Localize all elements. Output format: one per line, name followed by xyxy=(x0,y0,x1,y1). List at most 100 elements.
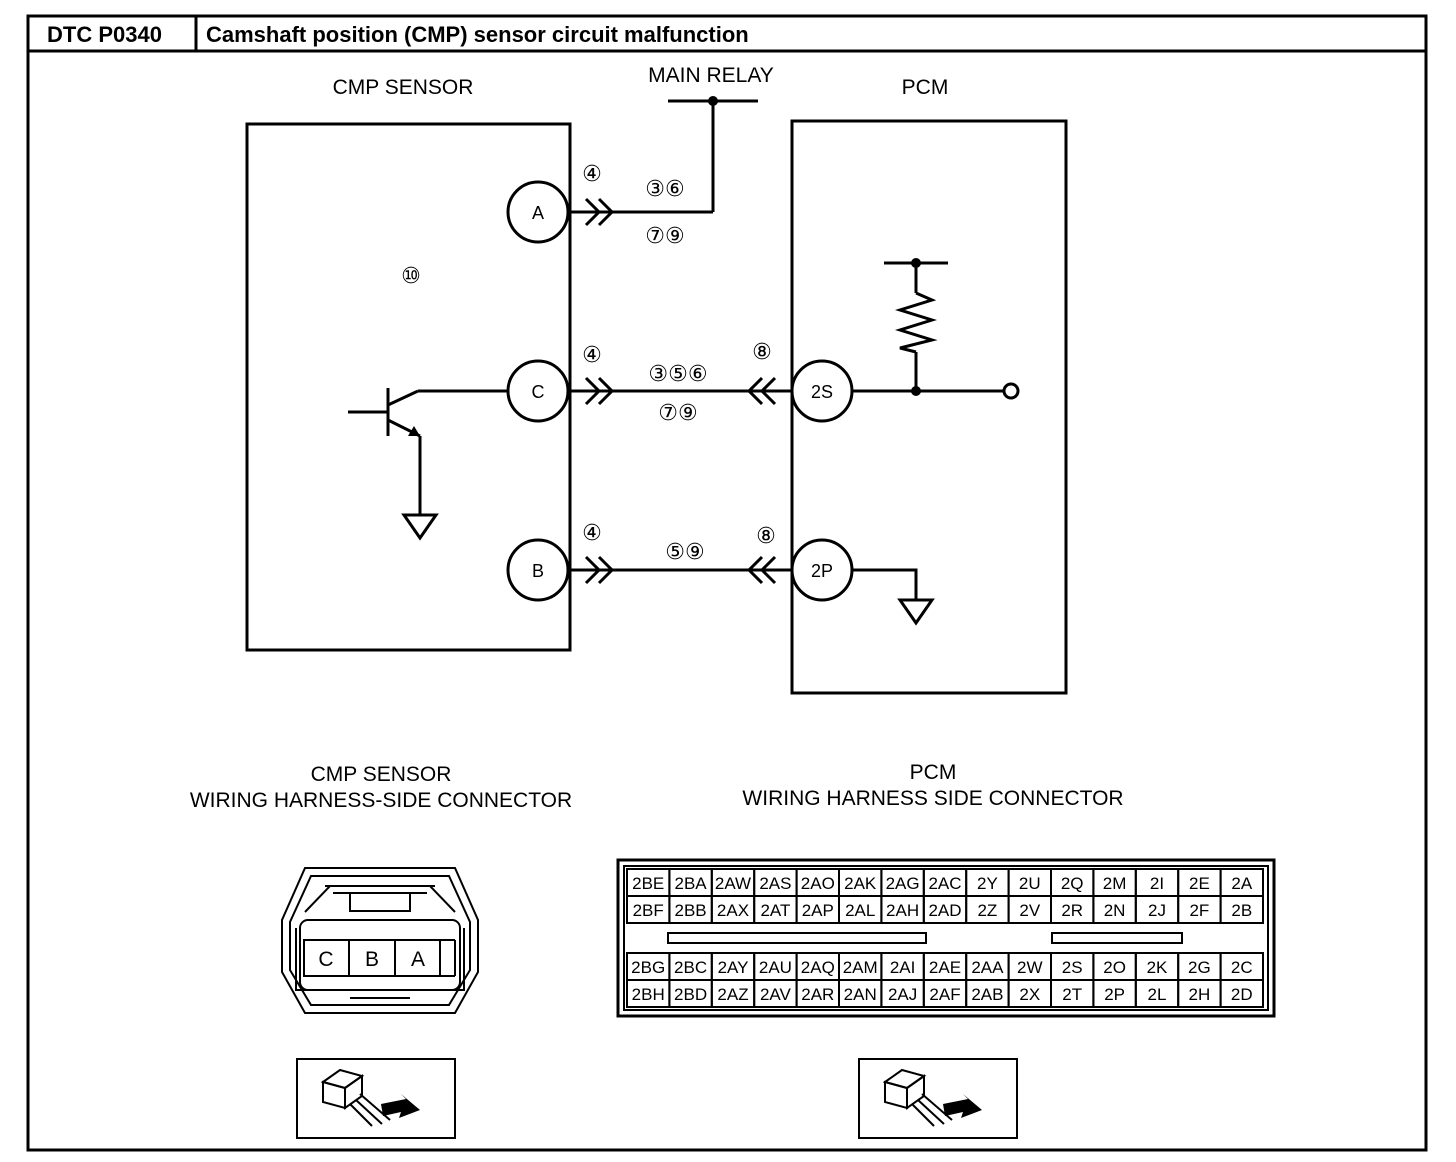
pcm-terminal-label: 2Z xyxy=(977,901,997,920)
wire-b xyxy=(568,555,792,585)
pcm-terminal-label: 2AN xyxy=(844,985,877,1004)
outer-frame xyxy=(26,14,1428,1152)
cmp-connector-drawing xyxy=(281,867,479,1014)
dtc-code: DTC P0340 xyxy=(47,22,162,47)
wire-b-connector-mark: ④ xyxy=(582,521,602,546)
pcm-terminal-label: 2AA xyxy=(971,958,1004,977)
transistor-symbol xyxy=(348,388,508,515)
pcm-terminal-label: 2X xyxy=(1019,985,1040,1004)
pcm-terminal-label: 2AT xyxy=(760,901,790,920)
pcm-terminal-label: 2AG xyxy=(886,874,920,893)
cmp-connector-title-1: CMP SENSOR xyxy=(311,763,452,786)
pcm-terminal-label: 2H xyxy=(1189,985,1211,1004)
cmp-connector-title-2: WIRING HARNESS-SIDE CONNECTOR xyxy=(190,789,572,812)
pcm-terminal-label: 2AF xyxy=(929,985,960,1004)
pcm-terminal-label: 2M xyxy=(1103,874,1127,893)
pcm-terminal-label: 2N xyxy=(1104,901,1126,920)
dtc-title: Camshaft position (CMP) sensor circuit m… xyxy=(206,22,749,47)
ground-icon xyxy=(897,598,935,626)
pcm-terminal-label: 2BH xyxy=(632,985,665,1004)
pcm-terminal-label: 2BF xyxy=(633,901,664,920)
pcm-terminal-label: 2AZ xyxy=(717,985,748,1004)
pcm-terminal-label: 2BB xyxy=(675,901,707,920)
wire-c-lower: ⑦⑨ xyxy=(658,401,697,426)
pcm-terminal-label: 2L xyxy=(1148,985,1167,1004)
pcm-terminal-label: 2K xyxy=(1147,958,1168,977)
wire-a-upper: ③⑥ xyxy=(645,177,684,202)
pcm-connector-outer xyxy=(616,858,1276,1018)
ground-icon xyxy=(401,513,439,541)
pcm-connector-key-right xyxy=(1051,932,1183,944)
pcm-terminal-label: 2AY xyxy=(718,958,749,977)
pcm-terminal-label: 2AJ xyxy=(888,985,917,1004)
pcm-terminal-label: 2AV xyxy=(760,985,792,1004)
cmp-pin-b-label: B xyxy=(532,561,544,581)
pcm-terminal-label: 2C xyxy=(1231,958,1253,977)
pcm-terminal-label: 2AI xyxy=(890,958,916,977)
pcm-terminal-label: 2AS xyxy=(759,874,791,893)
wire-b-upper: ⑤⑨ xyxy=(665,540,704,565)
pcm-terminal-label: 2BC xyxy=(674,958,707,977)
pcm-terminal-label: 2J xyxy=(1148,901,1166,920)
pcm-terminal-label: 2AB xyxy=(971,985,1003,1004)
cmp-sensor-title: CMP SENSOR xyxy=(333,76,474,99)
pcm-terminal-label: 2I xyxy=(1150,874,1164,893)
main-relay-title: MAIN RELAY xyxy=(648,64,774,87)
pcm-terminal-label: 2T xyxy=(1062,985,1082,1004)
cmp-pin-c-label: C xyxy=(532,382,545,402)
pcm-terminal-label: 2F xyxy=(1189,901,1209,920)
pcm-terminal-label: 2AL xyxy=(845,901,875,920)
pcm-terminal-label: 2AD xyxy=(928,901,961,920)
resistor-symbol xyxy=(852,258,1020,400)
pcm-terminal-label: 2O xyxy=(1103,958,1126,977)
cmp-sensor-note: ⑩ xyxy=(401,264,421,289)
pcm-terminal-label: 2W xyxy=(1017,958,1043,977)
pcm-terminal-label: 2Y xyxy=(977,874,998,893)
pcm-pin-2s xyxy=(790,359,854,423)
connector-view-icon xyxy=(858,1058,1018,1139)
pcm-terminal-label: 2R xyxy=(1061,901,1083,920)
pcm-terminal-label: 2Q xyxy=(1061,874,1084,893)
cmp-sensor-box xyxy=(245,122,572,652)
pcm-terminal-label: 2BA xyxy=(675,874,708,893)
wire-a-connector-mark: ④ xyxy=(582,162,602,187)
pcm-terminal-label: 2B xyxy=(1231,901,1252,920)
cmp-connector-pin-a: A xyxy=(411,948,425,971)
cmp-pin-a-label: A xyxy=(532,203,544,223)
wire-a xyxy=(568,197,713,227)
wire-c-pcm-mark: ⑧ xyxy=(752,340,772,365)
pcm-pin-2s-label: 2S xyxy=(811,382,833,402)
pcm-title: PCM xyxy=(902,76,949,99)
pcm-connector-title-1: PCM xyxy=(910,761,957,784)
pcm-terminal-label: 2AE xyxy=(929,958,961,977)
cmp-connector-pin-c: C xyxy=(318,948,333,971)
pcm-terminal-label: 2AX xyxy=(717,901,749,920)
pcm-terminal-cell xyxy=(1219,979,1264,1008)
pcm-terminal-label: 2P xyxy=(1104,985,1125,1004)
pcm-terminal-label: 2BD xyxy=(674,985,707,1004)
pcm-terminal-cell xyxy=(1219,895,1264,924)
pcm-connector-inner xyxy=(623,865,1269,1011)
pcm-terminal-label: 2AQ xyxy=(801,958,835,977)
pcm-terminal-label: 2AH xyxy=(886,901,919,920)
wire-c-connector-mark: ④ xyxy=(582,343,602,368)
connector-view-icon xyxy=(296,1058,456,1139)
pcm-connector-key-left xyxy=(667,932,927,944)
pcm-terminal-label: 2AC xyxy=(928,874,961,893)
wire-a-lower: ⑦⑨ xyxy=(645,224,684,249)
pcm-terminal-label: 2D xyxy=(1231,985,1253,1004)
pcm-terminal-label: 2A xyxy=(1231,874,1252,893)
pcm-terminal-label: 2S xyxy=(1062,958,1083,977)
pcm-terminal-label: 2AR xyxy=(801,985,834,1004)
pcm-box xyxy=(790,119,1068,695)
wire-b-pcm-mark: ⑧ xyxy=(756,524,776,549)
pcm-terminal-label: 2AU xyxy=(759,958,792,977)
pcm-terminal-label: 2AW xyxy=(715,874,751,893)
pcm-terminal-label: 2AO xyxy=(801,874,835,893)
wire-c xyxy=(568,376,792,406)
pcm-terminal-label: 2AK xyxy=(844,874,877,893)
wire-c-upper: ③⑤⑥ xyxy=(648,362,707,387)
pcm-terminal-label: 2AP xyxy=(802,901,834,920)
